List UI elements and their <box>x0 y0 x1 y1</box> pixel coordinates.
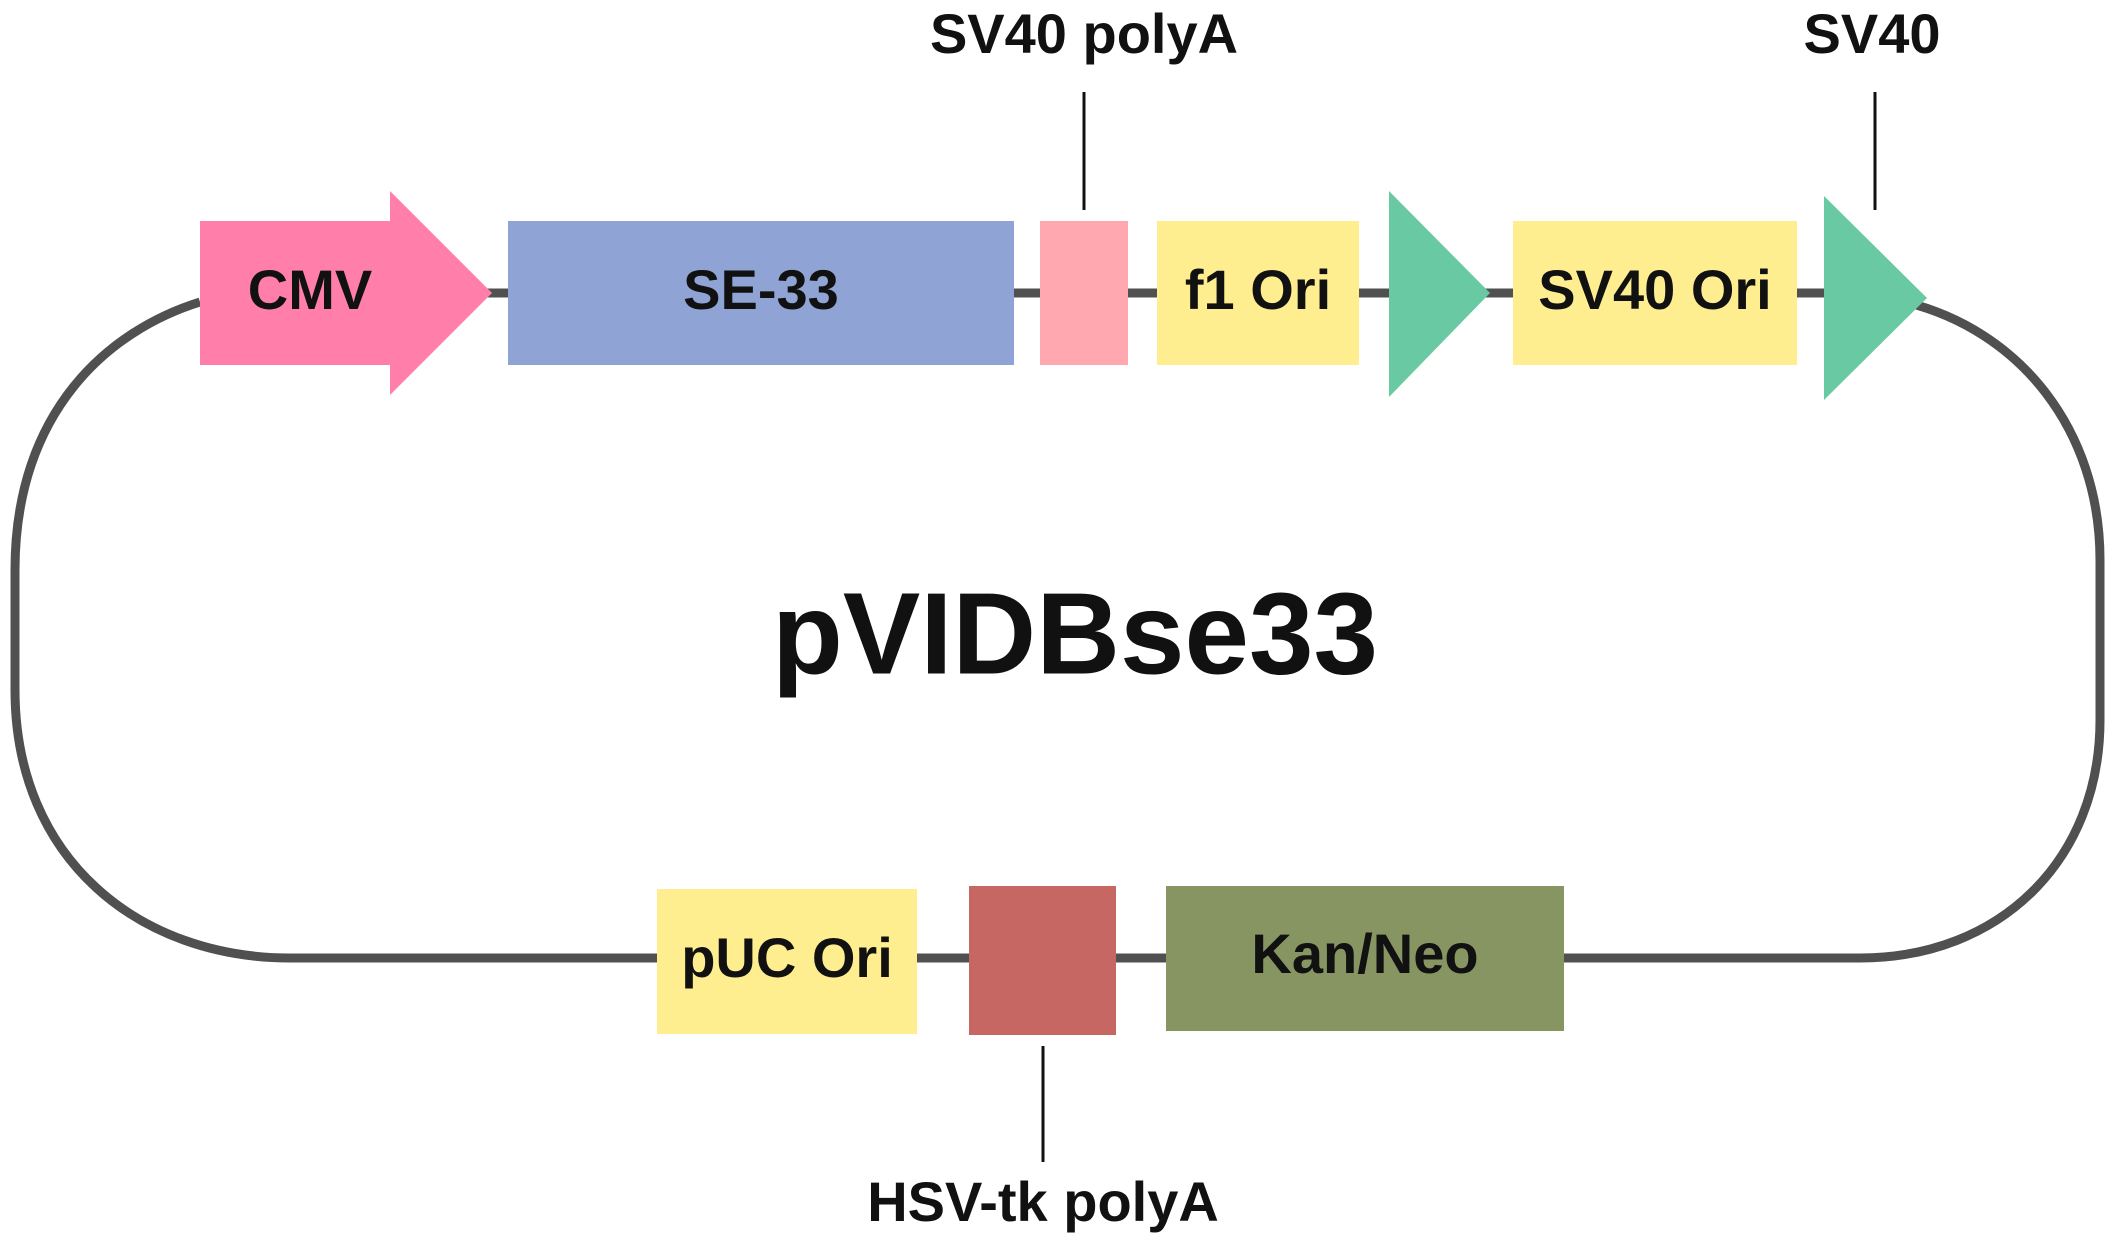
plasmid-name: pVIDBse33 <box>772 569 1378 699</box>
sv40-triangle[interactable] <box>1824 196 1927 400</box>
kan-neo-block[interactable] <box>1166 886 1564 1031</box>
backbone-right-loop <box>1560 297 2105 963</box>
sv40-ori-label: SV40 Ori <box>1538 258 1771 321</box>
cmv-promoter-arrow[interactable] <box>200 191 492 395</box>
puc-ori-label: pUC Ori <box>681 926 893 989</box>
hsv-tk-polya-block[interactable] <box>969 886 1116 1035</box>
sv40-ori-block[interactable] <box>1513 221 1797 365</box>
backbone-left-loop <box>10 297 660 963</box>
f1-ori-block[interactable] <box>1157 221 1359 365</box>
puc-ori-block[interactable] <box>657 889 917 1034</box>
f1-ori-label: f1 Ori <box>1185 258 1331 321</box>
se33-label: SE-33 <box>683 258 839 321</box>
hsv-tk-polya-callout-label: HSV-tk polyA <box>867 1170 1219 1233</box>
cmv-label: CMV <box>248 258 372 321</box>
sv40-polya-block[interactable] <box>1040 221 1128 365</box>
kan-neo-label: Kan/Neo <box>1251 922 1478 985</box>
terminator-triangle-1[interactable] <box>1389 191 1490 397</box>
sv40-polya-callout-label: SV40 polyA <box>930 2 1238 65</box>
sv40-callout-label: SV40 <box>1804 2 1941 65</box>
se33-gene-block[interactable] <box>508 221 1014 365</box>
